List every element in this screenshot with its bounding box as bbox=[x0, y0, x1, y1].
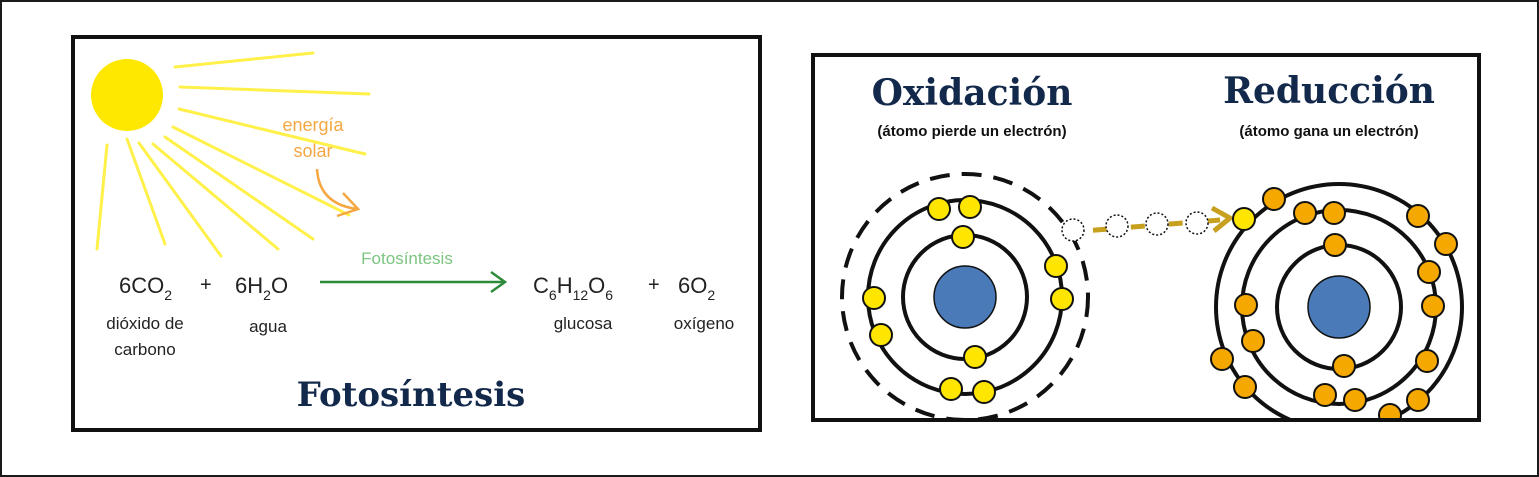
photosynthesis-diagram: energía solar 6CO2 + 6H2O C6H12O6 + 6O2 … bbox=[91, 51, 735, 415]
reaction-arrow-head bbox=[490, 270, 508, 294]
electron bbox=[1378, 403, 1402, 418]
reactant-2-name: agua bbox=[249, 317, 287, 336]
plus-sign-1: + bbox=[200, 274, 212, 296]
electron bbox=[1234, 293, 1258, 317]
electron bbox=[869, 323, 893, 347]
product-2-name: oxígeno bbox=[674, 314, 735, 333]
plus-sign-2: + bbox=[648, 274, 660, 296]
electron-ghost bbox=[1061, 218, 1085, 242]
electron bbox=[963, 345, 987, 369]
electron bbox=[1417, 260, 1441, 284]
sun-ray bbox=[171, 125, 351, 217]
electron bbox=[1293, 201, 1317, 225]
reactant-1-name-line1: dióxido de bbox=[106, 314, 184, 333]
electron-ghost bbox=[1185, 211, 1209, 235]
reactant-1-name-line2: carbono bbox=[114, 340, 175, 359]
photosynthesis-panel: energía solar 6CO2 + 6H2O C6H12O6 + 6O2 … bbox=[71, 35, 762, 432]
energy-label-line1: energía bbox=[282, 115, 344, 135]
oxidation-subtitle: (átomo pierde un electrón) bbox=[877, 123, 1066, 140]
electron bbox=[958, 195, 982, 219]
electron bbox=[1421, 294, 1445, 318]
redox-panel: Oxidación (átomo pierde un electrón) Red… bbox=[811, 53, 1481, 422]
electron bbox=[1406, 204, 1430, 228]
transfer-arrow-head bbox=[1210, 205, 1233, 233]
transfer-arrow-line bbox=[1082, 217, 1221, 234]
reactant-1-formula: 6CO2 bbox=[119, 273, 172, 303]
sun-ray bbox=[125, 137, 167, 246]
nucleus bbox=[1307, 275, 1371, 339]
sun-ray bbox=[151, 142, 280, 251]
energy-arrow-head bbox=[336, 192, 361, 218]
sun-ray bbox=[177, 107, 367, 156]
electron bbox=[1343, 388, 1367, 412]
sun-rays bbox=[95, 51, 371, 258]
sun-ray bbox=[178, 85, 371, 96]
redox-diagram: Oxidación (átomo pierde un electrón) Red… bbox=[840, 70, 1464, 418]
electron bbox=[1434, 232, 1458, 256]
energy-label-line2: solar bbox=[293, 141, 332, 161]
electron bbox=[951, 225, 975, 249]
electron bbox=[1313, 383, 1337, 407]
electron bbox=[1044, 254, 1068, 278]
oxidation-title: Oxidación bbox=[872, 72, 1073, 114]
electron bbox=[1050, 287, 1074, 311]
sun-ray bbox=[173, 51, 315, 69]
electron-ghost bbox=[1105, 214, 1129, 238]
electron bbox=[1262, 187, 1286, 211]
reactant-2-formula: 6H2O bbox=[235, 273, 288, 303]
sun-ray bbox=[163, 135, 315, 241]
electron bbox=[1332, 354, 1356, 378]
oxidation-atom bbox=[840, 172, 1090, 418]
outer-shell bbox=[1214, 182, 1464, 418]
electron-gained bbox=[1232, 207, 1256, 231]
nucleus bbox=[933, 265, 997, 329]
reaction-arrow-label: Fotosíntesis bbox=[361, 249, 453, 268]
outer-shell-dashed bbox=[840, 172, 1090, 418]
electron bbox=[972, 380, 996, 404]
electron bbox=[1415, 349, 1439, 373]
photosynthesis-title: Fotosíntesis bbox=[297, 375, 526, 415]
electron bbox=[1323, 233, 1347, 257]
sun-icon bbox=[91, 59, 163, 131]
product-1-name: glucosa bbox=[554, 314, 613, 333]
sun-ray bbox=[95, 143, 109, 251]
electron bbox=[939, 377, 963, 401]
electron-ghost bbox=[1145, 212, 1169, 236]
electron-transfer bbox=[1061, 205, 1233, 242]
reduction-subtitle: (átomo gana un electrón) bbox=[1239, 123, 1418, 140]
electron bbox=[1233, 375, 1257, 399]
electron bbox=[1322, 201, 1346, 225]
electron bbox=[1210, 347, 1234, 371]
sun-ray bbox=[137, 141, 223, 258]
reduction-atom bbox=[1210, 182, 1464, 418]
electron bbox=[1241, 329, 1265, 353]
reduction-title: Reducción bbox=[1223, 70, 1435, 112]
product-2-formula: 6O2 bbox=[678, 273, 715, 303]
energy-arrow bbox=[315, 168, 358, 211]
electron bbox=[927, 197, 951, 221]
electron bbox=[1406, 388, 1430, 412]
product-1-formula: C6H12O6 bbox=[533, 273, 613, 303]
electron bbox=[862, 286, 886, 310]
